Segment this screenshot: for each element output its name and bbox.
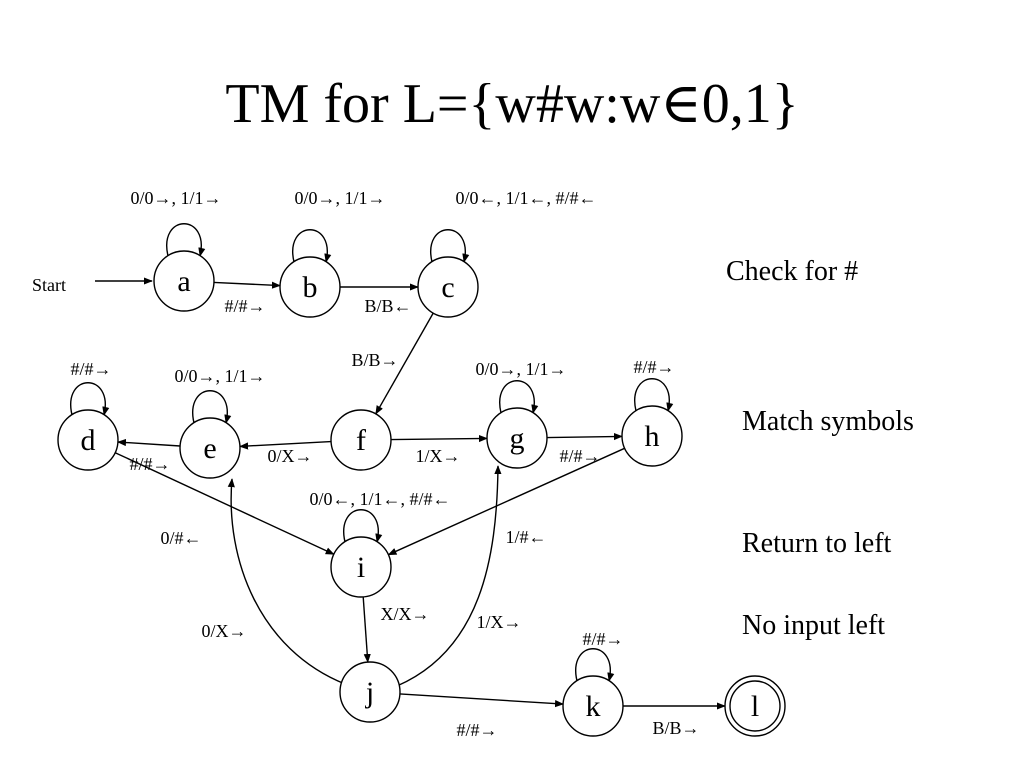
state-l: l [724,675,786,737]
section-label-match: Match symbols [742,406,914,437]
state-label-j: j [365,676,374,709]
transition-i-j [362,596,371,663]
slide-title: TM for L={w#w:w∈0,1} [225,73,798,135]
transition-e-e [192,390,232,424]
state-g: g [486,407,548,469]
transition-label-j-g: 1/X→ [477,612,522,632]
transition-label-a-b: #/#→ [224,296,265,316]
state-b: b [279,256,341,318]
transition-label-k-l: B/B→ [652,718,699,738]
state-circle-j [339,661,401,723]
transition-label-c-c: 0/0←, 1/1←, #/#← [455,188,596,208]
transition-h-i [387,447,625,556]
start-label: Start [32,275,66,295]
state-circle-k [562,675,624,737]
state-label-a: a [177,265,190,298]
transition-d-d [70,382,110,416]
state-label-f: f [356,424,366,457]
transition-label-f-e: 0/X→ [268,446,313,466]
state-a: a [153,250,215,312]
transition-f-g [390,434,488,443]
transition-f-e [239,440,332,450]
section-label-no-input: No input left [742,610,885,641]
transition-label-h-i: 1/#← [505,527,546,547]
transition-c-f [375,312,434,415]
state-circle-b [279,256,341,318]
transition-labels: 0/0→, 1/1→ #/#→ 0/0→, 1/1→ B/B← 0/0←, 1/1←, … [70,188,699,740]
transitions [70,223,726,710]
transition-label-g-g: 0/0→, 1/1→ [475,359,566,379]
transition-k-k [575,648,615,682]
state-circle-g [486,407,548,469]
transition-label-c-f: B/B→ [351,350,398,370]
transition-j-e [227,478,346,685]
transition-label-h-h: #/#→ [633,357,674,377]
transition-i-i [343,509,383,543]
state-label-c: c [441,271,454,304]
transition-b-b [292,229,332,263]
state-k: k [562,675,624,737]
transition-j-g [396,465,502,687]
transition-g-h [546,432,623,441]
transition-label-b-b: 0/0→, 1/1→ [294,188,385,208]
state-label-i: i [357,551,365,584]
transition-label-j-e: 0/X→ [202,621,247,641]
transition-c-c [430,229,470,263]
state-f: f [330,409,392,471]
state-h: h [621,405,683,467]
state-label-d: d [81,424,96,457]
transition-label-e-e: 0/0→, 1/1→ [174,366,265,386]
state-e: e [179,417,241,479]
transition-d-i [114,452,335,555]
state-circle-d [57,409,119,471]
transition-label-i-j: X/X→ [381,604,430,624]
state-circle-e [179,417,241,479]
state-circle-c [417,256,479,318]
transition-a-a [166,223,206,257]
state-label-b: b [303,271,318,304]
transition-label-a-a: 0/0→, 1/1→ [130,188,221,208]
state-j: j [339,661,401,723]
section-label-check: Check for # [726,256,858,287]
transition-a-b [213,281,281,289]
transition-h-h [634,378,674,412]
states: a b c d e f g h i j k l [57,250,786,737]
transition-j-k [399,693,564,708]
transition-label-g-h: #/#→ [559,446,600,466]
transition-g-g [499,380,539,414]
transition-label-j-k: #/#→ [456,720,497,740]
state-label-h: h [645,420,660,453]
transition-label-d-i: 0/#← [160,528,201,548]
transition-label-d-d: #/#→ [70,359,111,379]
section-label-return: Return to left [742,528,892,559]
state-label-l: l [751,690,759,723]
state-circle-i [330,536,392,598]
state-label-e: e [203,432,216,465]
transition-label-k-k: #/#→ [582,629,623,649]
accepting-ring-l [729,680,781,732]
state-i: i [330,536,392,598]
transition-label-b-c: B/B← [364,296,411,316]
state-circle-a [153,250,215,312]
state-circle-h [621,405,683,467]
transition-label-i-i: 0/0←, 1/1←, #/#← [309,489,450,509]
transition-e-d [117,438,181,447]
state-c: c [417,256,479,318]
state-circle-f [330,409,392,471]
transition-label-e-d: #/#→ [129,454,170,474]
state-label-k: k [586,690,601,723]
state-label-g: g [510,422,525,455]
state-d: d [57,409,119,471]
transition-label-f-g: 1/X→ [416,446,461,466]
